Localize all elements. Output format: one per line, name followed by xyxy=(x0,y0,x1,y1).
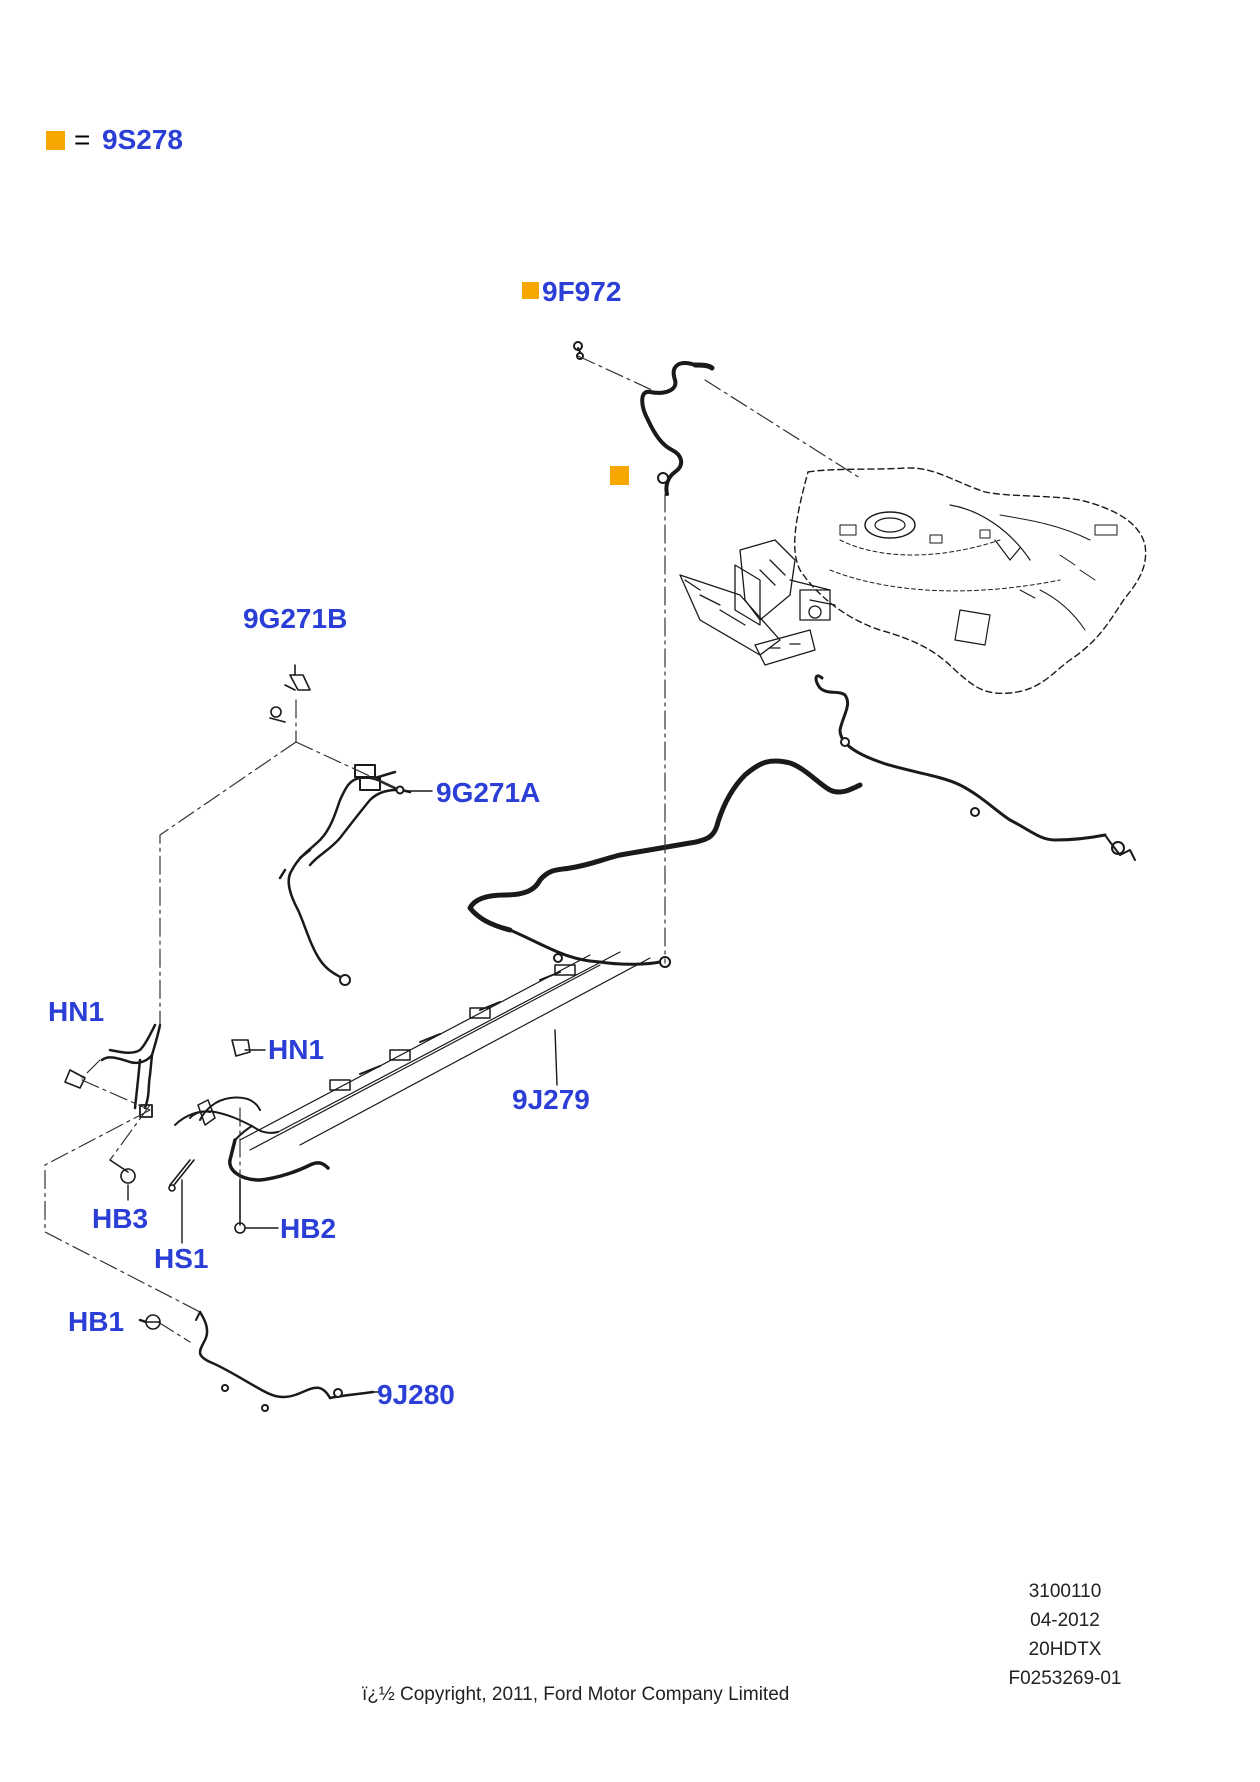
meta-date: 04-2012 xyxy=(1030,1610,1100,1631)
callout-HS1: HS1 xyxy=(154,1243,209,1274)
callout-HB3: HB3 xyxy=(92,1203,149,1234)
orange-square-icon-9F972 xyxy=(522,282,539,299)
callout-HN1-left: HN1 xyxy=(48,996,105,1027)
callout-HB1: HB1 xyxy=(68,1306,125,1337)
callout-9J280: 9J280 xyxy=(377,1379,455,1410)
fuel-tank xyxy=(794,467,1147,695)
legend-equals: = xyxy=(74,124,91,155)
meta-code: 3100110 xyxy=(1028,1581,1102,1602)
line-9J280 xyxy=(138,1310,375,1412)
callout-9G271A: 9G271A xyxy=(436,777,541,808)
meta-model: 20HDTX xyxy=(1028,1639,1102,1660)
evap-canister xyxy=(679,539,836,666)
legend-part-9S278: 9S278 xyxy=(102,124,183,155)
callout-HB2: HB2 xyxy=(280,1213,337,1244)
vent-pipe-9F972 xyxy=(573,341,715,496)
copyright: ï¿½ Copyright, 2011, Ford Motor Company … xyxy=(362,1684,790,1705)
fasteners xyxy=(109,1039,251,1234)
orange-square-icon xyxy=(610,466,629,485)
orange-square-icon xyxy=(46,131,65,150)
fuel-line-right xyxy=(814,674,1136,861)
line-9G271A xyxy=(278,764,412,986)
fuel-line-9J279 xyxy=(174,758,863,1182)
callout-9J279: 9J279 xyxy=(512,1084,590,1115)
dashed-leaders xyxy=(44,355,861,1343)
callout-HN1-right: HN1 xyxy=(268,1034,325,1065)
callout-leaders xyxy=(127,790,558,1393)
clip-9G271B xyxy=(269,664,311,723)
callout-9F972: 9F972 xyxy=(542,276,622,307)
meta-figure: F0253269-01 xyxy=(1008,1668,1122,1689)
callout-9G271B: 9G271B xyxy=(243,603,348,634)
left-bracket-lines xyxy=(64,1023,162,1118)
